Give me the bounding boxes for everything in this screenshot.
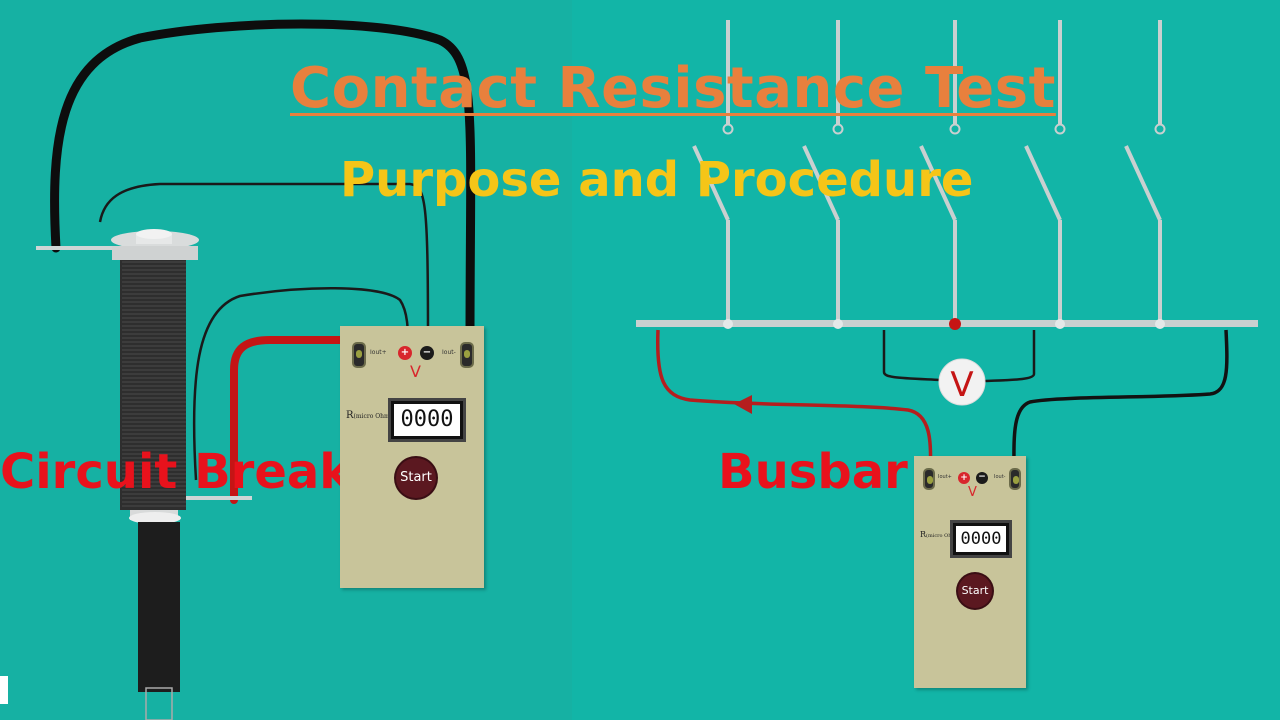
busbar-node bbox=[1055, 319, 1065, 329]
switch-blade bbox=[1024, 145, 1062, 221]
resistance-meter-busbar: Iout+ + − V Iout- R(micro Ohm) 0000 Star… bbox=[914, 456, 1026, 688]
busbar-node bbox=[723, 319, 733, 329]
voltage-plus-terminal[interactable]: + bbox=[398, 346, 412, 360]
switch-blade bbox=[692, 145, 730, 221]
current-out-terminal[interactable] bbox=[352, 342, 366, 368]
busbar-node bbox=[833, 319, 843, 329]
voltmeter-circle bbox=[938, 358, 986, 406]
busbar-current-lead bbox=[655, 329, 933, 475]
voltage-lead-top bbox=[98, 182, 430, 346]
display-value: 0000 bbox=[956, 526, 1006, 552]
edge-fragment bbox=[0, 676, 8, 704]
voltage-symbol: V bbox=[968, 485, 977, 500]
busbar-label: Busbar bbox=[718, 444, 908, 500]
voltage-minus-terminal[interactable]: − bbox=[976, 472, 988, 484]
terminal-label: Iout- bbox=[442, 349, 456, 356]
voltmeter-lead-left bbox=[882, 330, 941, 382]
disconnect-switches bbox=[692, 20, 1166, 322]
busbar-bar bbox=[636, 320, 1258, 327]
top-plate bbox=[36, 246, 142, 250]
switch-blade bbox=[802, 145, 840, 221]
title: Contact Resistance Test bbox=[290, 56, 1056, 121]
bottom-plate bbox=[186, 496, 252, 500]
display-value: 0000 bbox=[394, 404, 460, 436]
current-lead-top bbox=[50, 19, 476, 345]
voltmeter-symbol: V bbox=[950, 365, 973, 405]
busbar-nodes bbox=[723, 319, 1165, 329]
current-return-terminal[interactable] bbox=[1009, 468, 1021, 490]
resistance-label: R(micro Ohm) bbox=[346, 410, 393, 421]
voltage-minus-terminal[interactable]: − bbox=[420, 346, 434, 360]
terminal-label: Iout- bbox=[994, 474, 1006, 480]
resistance-label: R(micro Ohm) bbox=[920, 530, 959, 539]
voltage-symbol: V bbox=[410, 362, 421, 381]
resistance-display: 0000 bbox=[950, 520, 1012, 558]
voltmeter-lead-right bbox=[984, 330, 1036, 383]
terminal-label: Iout+ bbox=[938, 474, 952, 480]
resistance-meter-circuit-breaker: Iout+ + − V Iout- R(micro Ohm) 0000 Star… bbox=[340, 326, 484, 588]
voltage-plus-terminal[interactable]: + bbox=[958, 472, 970, 484]
terminal-label: Iout+ bbox=[370, 349, 387, 356]
switch-ring bbox=[722, 123, 734, 135]
start-button[interactable]: Start bbox=[396, 458, 436, 498]
breaker-bushing bbox=[111, 229, 199, 720]
busbar-return-lead bbox=[1012, 329, 1229, 475]
current-out-terminal[interactable] bbox=[923, 468, 935, 490]
start-button[interactable]: Start bbox=[958, 574, 992, 608]
current-lead-red bbox=[230, 336, 362, 504]
switch-ring bbox=[1154, 123, 1166, 135]
current-arrow bbox=[734, 395, 752, 414]
current-return-terminal[interactable] bbox=[460, 342, 474, 368]
switch-ring bbox=[1054, 123, 1066, 135]
switch-blade bbox=[1124, 145, 1162, 221]
busbar-test-point bbox=[949, 318, 961, 330]
switch-blade bbox=[919, 145, 957, 221]
resistance-display: 0000 bbox=[388, 398, 466, 442]
bushing-fins bbox=[122, 261, 186, 507]
switch-ring bbox=[832, 123, 844, 135]
busbar-node bbox=[1155, 319, 1165, 329]
voltage-lead-lower bbox=[192, 286, 410, 481]
switch-ring bbox=[949, 123, 961, 135]
circuit-breaker-label: Circuit Breaker bbox=[0, 444, 407, 500]
subtitle: Purpose and Procedure bbox=[340, 152, 974, 208]
